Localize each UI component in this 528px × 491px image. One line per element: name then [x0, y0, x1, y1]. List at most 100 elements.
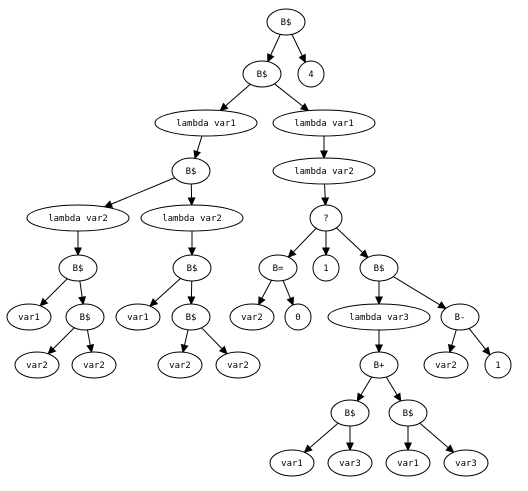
edge-arrowhead — [375, 344, 383, 354]
edge-arrowhead — [356, 392, 365, 403]
node-label: var1 — [18, 313, 40, 323]
node-label: var2 — [227, 361, 249, 371]
node-ellipse — [71, 351, 117, 379]
node-label: var1 — [127, 313, 149, 323]
node-label: B$ — [187, 264, 198, 274]
edges-layer — [39, 34, 491, 454]
edge-arrowhead — [193, 149, 202, 160]
edge-arrowhead — [286, 296, 294, 307]
edge-n9-to-n14 — [336, 227, 369, 259]
edge-arrowhead — [448, 343, 456, 354]
node-bdollar: B$ — [58, 254, 98, 282]
edge-line — [291, 34, 303, 57]
node-var3: var3 — [327, 449, 373, 477]
edge-n27-to-n31 — [385, 376, 402, 403]
node-ellipse — [359, 254, 399, 282]
node-label: var3 — [339, 459, 361, 469]
edge-n12-to-n19 — [258, 279, 272, 306]
node-lambda-var2: lambda var2 — [272, 157, 376, 185]
edge-line — [261, 279, 272, 299]
node-ellipse — [266, 8, 306, 36]
node-ellipse — [385, 449, 431, 477]
edge-n5-to-n6 — [103, 177, 175, 208]
node-ellipse — [359, 351, 399, 379]
edge-n30-to-n33 — [346, 426, 354, 452]
edge-arrowhead — [482, 346, 491, 356]
node-ellipse — [26, 204, 130, 232]
node-ellipse — [443, 449, 489, 477]
edge-n22-to-n28 — [448, 329, 457, 354]
node-label: B$ — [73, 264, 84, 274]
node-label: B$ — [80, 313, 91, 323]
edge-n10-to-n15 — [39, 278, 68, 307]
edge-arrowhead — [321, 197, 330, 207]
edge-line — [468, 328, 486, 350]
node-label: ? — [323, 214, 328, 224]
node-label: B$ — [186, 167, 197, 177]
node-ellipse — [140, 204, 244, 232]
edge-arrowhead — [78, 296, 87, 306]
node-bdollar: B$ — [330, 399, 370, 427]
edge-n6-to-n10 — [74, 231, 82, 257]
edge-n3-to-n5 — [193, 135, 203, 160]
node-label: lambda var1 — [176, 119, 236, 129]
edge-line — [44, 278, 68, 302]
edge-arrowhead — [298, 53, 306, 64]
edge-arrowhead — [218, 345, 228, 355]
edge-n22-to-n29 — [468, 328, 491, 356]
node-question: ? — [309, 204, 343, 232]
node-ellipse — [272, 157, 376, 185]
edge-n21-to-n27 — [375, 330, 383, 354]
edge-arrowhead — [267, 53, 275, 63]
edge-arrowhead — [322, 247, 330, 257]
node-4: 4 — [297, 60, 325, 88]
edge-line — [184, 329, 189, 346]
edge-n11-to-n18 — [187, 280, 196, 306]
node-ellipse — [58, 254, 98, 282]
node-label: lambda var2 — [162, 214, 222, 224]
node-ellipse — [312, 254, 340, 282]
edge-n11-to-n17 — [149, 278, 181, 307]
node-bdollar: B$ — [171, 157, 211, 185]
edge-line — [270, 34, 281, 56]
node-ellipse — [157, 351, 203, 379]
node-label: B$ — [374, 264, 385, 274]
node-var3: var3 — [443, 449, 489, 477]
edge-arrowhead — [39, 297, 49, 307]
edge-line — [110, 177, 175, 205]
node-lambda-var3: lambda var3 — [327, 303, 431, 331]
edge-arrowhead — [258, 296, 266, 306]
node-label: var2 — [83, 361, 105, 371]
edge-n18-to-n26 — [201, 327, 228, 355]
edge-n14-to-n22 — [392, 276, 447, 310]
node-label: var1 — [281, 459, 303, 469]
node-bdollar: B$ — [388, 399, 428, 427]
node-label: 4 — [308, 70, 313, 80]
node-label: B+ — [374, 361, 385, 371]
edge-arrowhead — [320, 150, 328, 160]
node-ellipse — [65, 303, 105, 331]
edge-n4-to-n8 — [320, 136, 328, 160]
edge-line — [52, 327, 75, 350]
edge-n10-to-n16 — [78, 280, 87, 306]
edge-arrowhead — [149, 298, 159, 307]
node-ellipse — [327, 303, 431, 331]
edge-arrowhead — [303, 444, 313, 454]
node-ellipse — [242, 60, 282, 88]
node-ellipse — [440, 303, 480, 331]
node-ellipse — [171, 157, 211, 185]
node-bdollar: B$ — [171, 303, 211, 331]
node-ellipse — [327, 449, 373, 477]
node-ellipse — [272, 109, 376, 137]
node-ellipse — [215, 351, 261, 379]
edge-line — [196, 135, 203, 152]
node-label: var2 — [435, 361, 457, 371]
edge-n12-to-n20 — [282, 280, 294, 307]
edge-line — [86, 329, 91, 346]
node-label: B$ — [186, 313, 197, 323]
node-ellipse — [269, 449, 315, 477]
node-label: var3 — [455, 459, 477, 469]
edge-n30-to-n32 — [303, 422, 339, 454]
node-ellipse — [172, 254, 212, 282]
